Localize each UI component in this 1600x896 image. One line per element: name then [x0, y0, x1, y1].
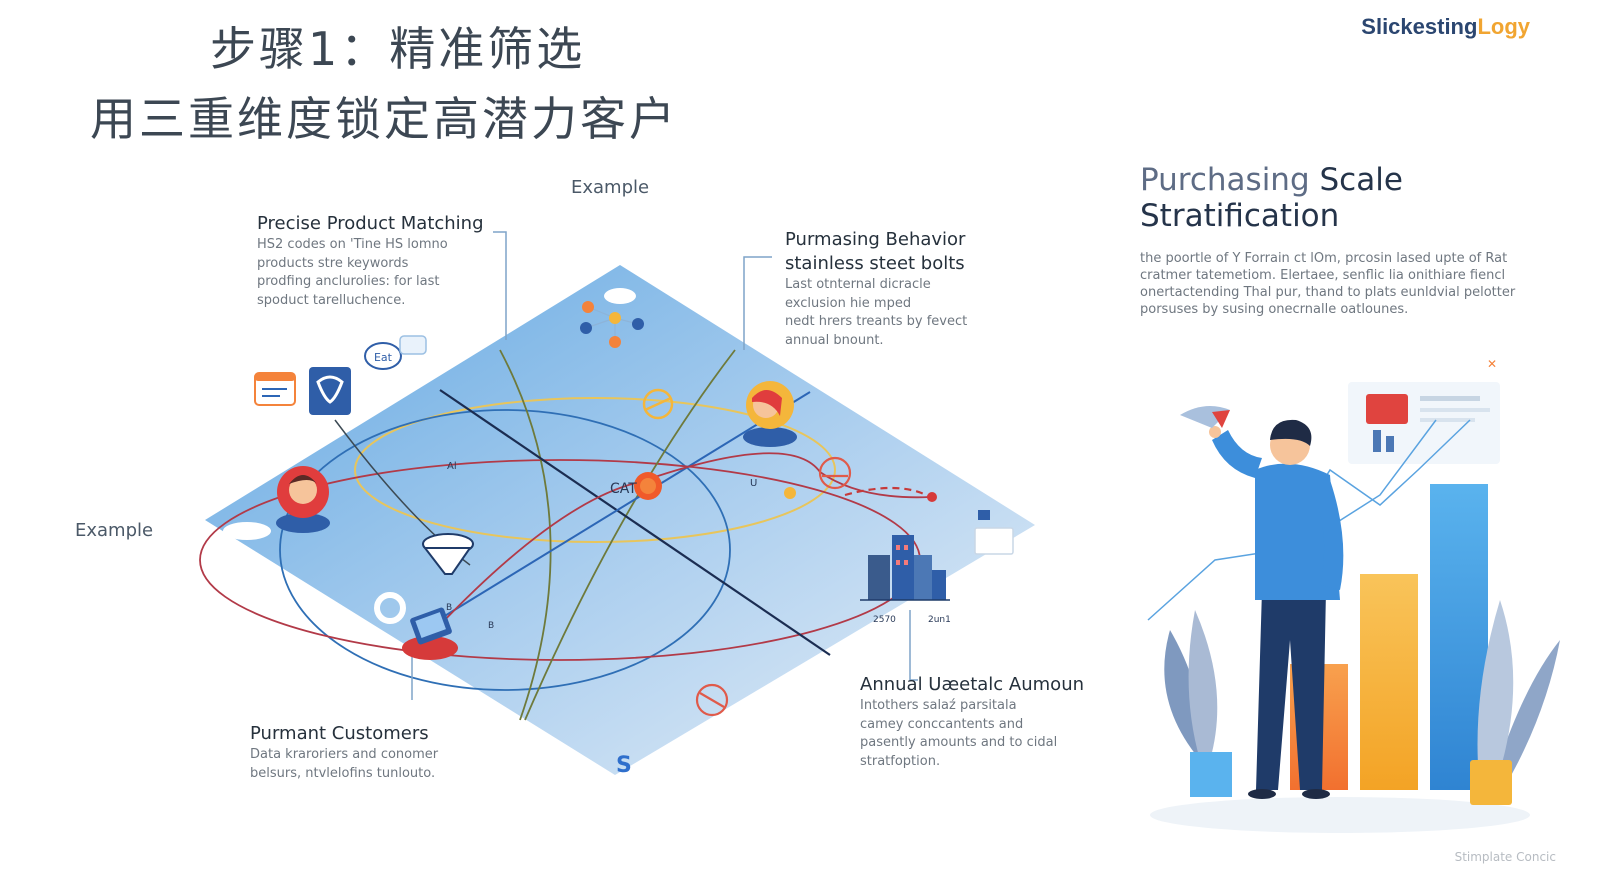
- block-heading: Annual Uæetalc Aumoun: [860, 674, 1085, 695]
- label-b1: B: [446, 603, 452, 613]
- label-year-1: 2570: [873, 615, 896, 625]
- filter-icon-bottom: [695, 683, 729, 717]
- plant-right-icon: [1470, 600, 1560, 805]
- block-heading-2: stainless steet bolts: [785, 253, 965, 274]
- spark-icon: ✕: [1487, 357, 1497, 371]
- title-line-2: 用三重维度锁定高潜力客户: [90, 92, 678, 146]
- device-avatar-bottom: [402, 607, 458, 660]
- chat-bubble-icon: Eat: [364, 335, 427, 370]
- customer-avatar-right: [743, 381, 797, 447]
- block-body: Intothers salaź parsitala camey conccant…: [860, 698, 1058, 769]
- orbit-olive-2: [524, 349, 736, 721]
- example-label-top: Example: [571, 177, 650, 198]
- block-body: Data kraroriers and conomer belsurs, ntv…: [250, 747, 439, 781]
- trend-line: [1147, 419, 1471, 621]
- block-customers: Purmant Customers Data kraroriers and co…: [250, 722, 480, 783]
- block-purchasing-behavior: Purmasing Behavior stainless steet bolts…: [785, 228, 1015, 350]
- filter-icon-right: [818, 456, 852, 490]
- rocket-icon: [1180, 406, 1230, 428]
- person-illustration: [1209, 419, 1344, 799]
- block-heading: Precise Product Matching: [257, 213, 484, 234]
- block-heading: Purmant Customers: [250, 723, 429, 744]
- label-al: Al: [447, 461, 457, 472]
- truck-icon: [974, 510, 1014, 555]
- label-cat: CAT: [610, 481, 637, 497]
- block-heading-1: Purmasing Behavior: [785, 229, 966, 250]
- ring-node: [374, 592, 406, 624]
- floor-shadow: [1150, 797, 1530, 833]
- svg-text:Eat: Eat: [374, 351, 393, 364]
- callout-line-product: [493, 231, 507, 340]
- right-heading: Purchasing Scale Stratification: [1140, 162, 1403, 234]
- red-dash: [844, 486, 931, 498]
- footer-text: Stimplate Concic: [1454, 850, 1556, 864]
- customer-avatar-left: [276, 466, 330, 533]
- chat-window-icon: [254, 372, 296, 406]
- node-cluster: [580, 288, 644, 348]
- target-node: [634, 472, 662, 500]
- filter-icon-top: [642, 388, 674, 420]
- app-badge-icon: [309, 367, 351, 415]
- example-label-left: Example: [75, 520, 154, 541]
- yellow-dot: [784, 487, 796, 499]
- right-body: the poortle of Y Forrain ct lOm, prcosin…: [1140, 251, 1516, 317]
- axis-line-1: [439, 389, 831, 656]
- block-product-matching: Precise Product Matching HS2 codes on 'T…: [257, 212, 507, 310]
- city-buildings-icon: [860, 535, 950, 601]
- red-path: [439, 452, 931, 626]
- bar-2: [1360, 574, 1418, 790]
- pinned-chart: [1348, 382, 1500, 464]
- callout-line-annual: [909, 610, 918, 681]
- label-u: U: [750, 478, 757, 489]
- page-title: 步骤1：精准筛选 用三重维度锁定高潜力客户: [90, 14, 678, 154]
- red-dot: [927, 492, 937, 502]
- orbit-blue: [279, 409, 731, 691]
- title-line-1: 步骤1：精准筛选: [210, 22, 586, 76]
- block-body: HS2 codes on 'Tine HS lomno products str…: [257, 237, 448, 308]
- label-b2: B: [488, 621, 494, 631]
- cloud-icon: [223, 522, 271, 540]
- brand-logo: SlickestingLogy: [1361, 14, 1530, 39]
- orbit-yellow: [354, 397, 836, 543]
- block-annual-amount: Annual Uæetalc Aumoun Intothers salaź pa…: [860, 673, 1100, 771]
- funnel-icon: [422, 533, 474, 575]
- plant-left-icon: [1164, 610, 1232, 797]
- label-s: S: [616, 753, 632, 778]
- block-body: Last otnternal dicracle exclusion hie mp…: [785, 277, 968, 348]
- callout-line-behavior: [743, 256, 772, 350]
- label-year-2: 2un1: [928, 615, 951, 625]
- axis-line-2: [429, 391, 811, 626]
